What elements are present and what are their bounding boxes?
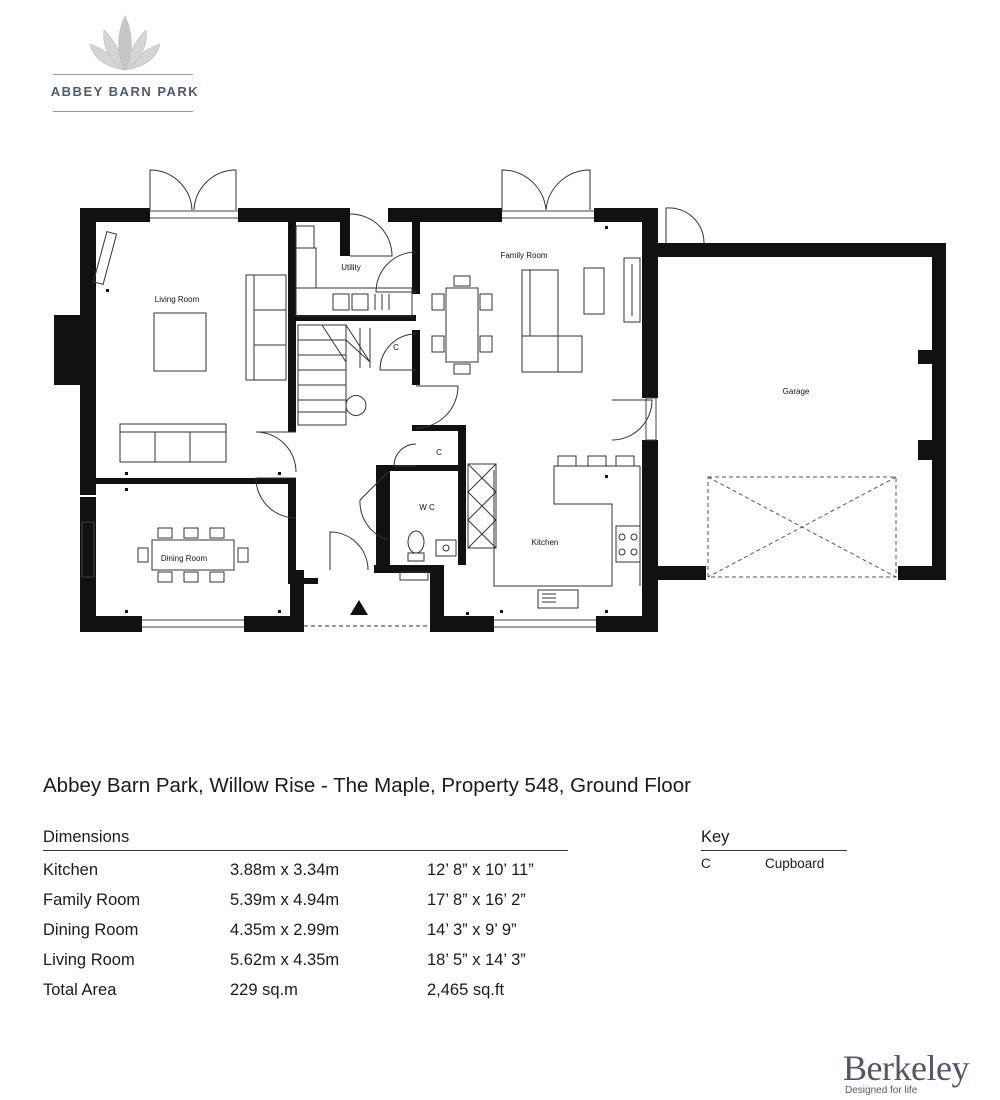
- floor-plan: Living Room Dining Room Utility Family R…: [54, 169, 946, 632]
- room-name: Total Area: [43, 980, 117, 999]
- wall-markers: [106, 226, 608, 615]
- room-label-living-room: Living Room: [155, 295, 200, 304]
- room-label-dining-room: Dining Room: [161, 554, 208, 563]
- entrance-porch: [304, 571, 430, 627]
- brand-name: Berkeley: [843, 1048, 969, 1088]
- dining-room-furniture: [137, 527, 249, 583]
- room-label-garage: Garage: [783, 387, 810, 396]
- interior-walls: [96, 208, 466, 584]
- table-row: Total Area 229 sq.m 2,465 sq.ft: [43, 975, 534, 1005]
- key-meaning: Cupboard: [765, 856, 825, 871]
- logo-rule-top: [53, 74, 193, 75]
- key-header: Key: [701, 828, 847, 851]
- staircase: [297, 324, 371, 426]
- metric-size: 4.35m x 2.99m: [230, 920, 340, 939]
- dimensions-header: Dimensions: [43, 828, 568, 851]
- room-label-cupboard: C: [393, 343, 399, 352]
- page-title: Abbey Barn Park, Willow Rise - The Maple…: [43, 774, 691, 797]
- key-item: C Cupboard: [701, 856, 847, 871]
- lotus-icon: [90, 15, 160, 71]
- key-legend: Key C Cupboard: [701, 828, 847, 871]
- windows: [81, 210, 657, 628]
- imperial-size: 14’ 3” x 9’ 9”: [427, 920, 517, 939]
- room-label-cupboard: C: [436, 448, 442, 457]
- room-label-kitchen: Kitchen: [532, 538, 559, 547]
- table-row: Kitchen 3.88m x 3.34m 12’ 8” x 10’ 11”: [43, 855, 534, 885]
- brand-tagline: Designed for life: [845, 1085, 918, 1096]
- family-room-furniture: [431, 257, 641, 375]
- garage-door: [707, 476, 897, 578]
- room-label-family-room: Family Room: [500, 251, 547, 260]
- dimensions-table: Dimensions Kitchen 3.88m x 3.34m 12’ 8” …: [43, 828, 568, 1005]
- exterior-walls: [54, 208, 946, 632]
- key-code: C: [701, 856, 711, 871]
- imperial-size: 12’ 8” x 10’ 11”: [427, 860, 534, 879]
- room-name: Living Room: [43, 950, 135, 969]
- table-row: Family Room 5.39m x 4.94m 17’ 8” x 16’ 2…: [43, 885, 534, 915]
- abbey-barn-park-logo: ABBEY BARN PARK: [50, 14, 200, 114]
- metric-size: 5.39m x 4.94m: [230, 890, 340, 909]
- imperial-size: 2,465 sq.ft: [427, 980, 505, 999]
- wc-fittings: [407, 530, 457, 562]
- metric-size: 3.88m x 3.34m: [230, 860, 340, 879]
- imperial-size: 17’ 8” x 16’ 2”: [427, 890, 526, 909]
- room-label-utility: Utility: [341, 263, 361, 272]
- french-doors: [149, 169, 591, 211]
- living-room-furniture: [92, 230, 287, 463]
- room-name: Kitchen: [43, 860, 99, 879]
- logo-rule-bottom: [53, 111, 193, 112]
- logo-text: ABBEY BARN PARK: [50, 84, 200, 99]
- room-label-wc: W C: [419, 503, 435, 512]
- room-name: Family Room: [43, 890, 141, 909]
- room-name: Dining Room: [43, 920, 139, 939]
- metric-size: 5.62m x 4.35m: [230, 950, 340, 969]
- table-row: Dining Room 4.35m x 2.99m 14’ 3” x 9’ 9”: [43, 915, 534, 945]
- berkeley-logo: Berkeley Designed for life: [843, 1048, 969, 1096]
- utility-fittings: [295, 225, 413, 317]
- imperial-size: 18’ 5” x 14’ 3”: [427, 950, 526, 969]
- entrance-arrow-icon: [350, 600, 368, 615]
- table-row: Living Room 5.62m x 4.35m 18’ 5” x 14’ 3…: [43, 945, 534, 975]
- interior-doors: [255, 207, 705, 571]
- kitchen-fittings: [467, 455, 641, 609]
- metric-size: 229 sq.m: [230, 980, 298, 999]
